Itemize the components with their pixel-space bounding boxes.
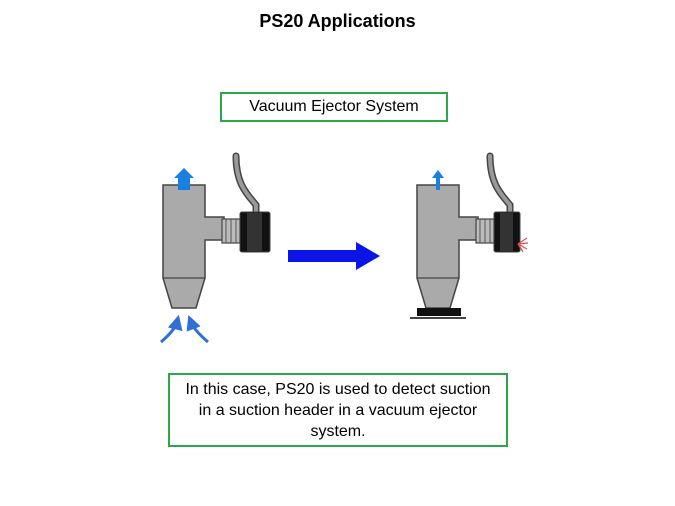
- ejector-after: [410, 152, 529, 319]
- signal-indicator: [517, 237, 529, 253]
- ejector-body: [162, 184, 225, 309]
- system-label: Vacuum Ejector System: [249, 98, 419, 115]
- page-title: PS20 Applications: [259, 11, 416, 31]
- exhaust-arrow: [432, 170, 444, 190]
- process-arrow: [288, 242, 380, 270]
- caption-box: In this case, PS20 is used to detect suc…: [168, 373, 508, 447]
- workpiece: [417, 308, 461, 316]
- ejector-before: [160, 152, 271, 344]
- sensor-cable: [486, 152, 514, 218]
- exhaust-arrow: [174, 168, 194, 190]
- sensor-cable: [232, 152, 260, 218]
- suction-arrow-right: [186, 314, 209, 344]
- caption-text: In this case, PS20 is used to detect suc…: [185, 380, 491, 440]
- ejector-body: [416, 184, 479, 309]
- suction-arrow-left: [160, 314, 183, 344]
- system-label-box: Vacuum Ejector System: [220, 92, 448, 122]
